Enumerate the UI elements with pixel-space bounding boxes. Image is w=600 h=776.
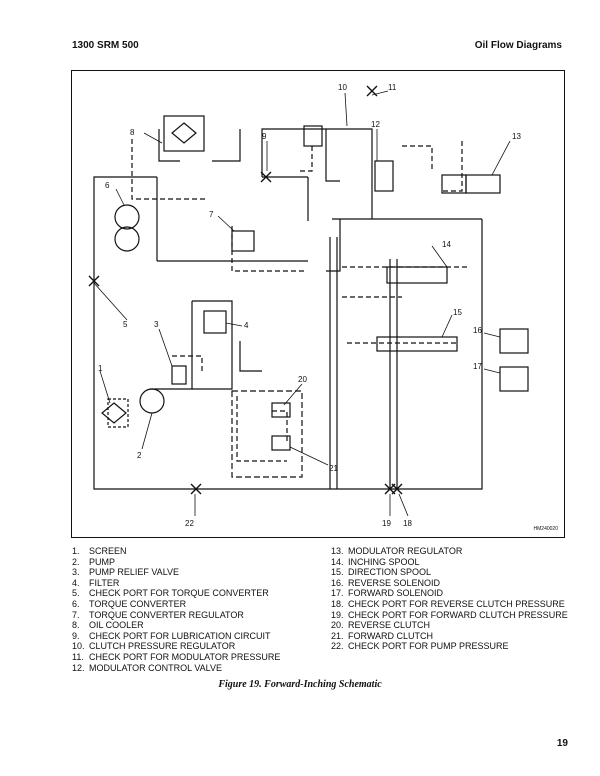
callout-18: 18 [403, 519, 412, 528]
callout-7: 7 [209, 210, 214, 219]
legend-item: 15.DIRECTION SPOOL [331, 567, 432, 578]
callout-17: 17 [473, 362, 482, 371]
screen-symbol [101, 402, 127, 424]
legend-item: 17.FORWARD SOLENOID [331, 588, 444, 599]
legend-item: 18.CHECK PORT FOR REVERSE CLUTCH PRESSUR… [331, 598, 565, 609]
callout-9: 9 [262, 132, 267, 141]
legend-item: 3.PUMP RELIEF VALVE [72, 567, 180, 578]
callout-8: 8 [130, 128, 135, 137]
header-manual-id: 1300 SRM 500 [72, 40, 139, 51]
callout-1: 1 [98, 364, 103, 373]
legend-item: 21.FORWARD CLUTCH [331, 630, 433, 641]
reverse-solenoid-symbol [499, 328, 529, 354]
pressure-lines [93, 128, 483, 490]
figure-caption: Figure 19. Forward-Inching Schematic [218, 679, 382, 690]
legend-item: 7.TORQUE CONVERTER REGULATOR [72, 609, 244, 620]
legend-right-column: 13.MODULATOR REGULATOR 14.INCHING SPOOL … [331, 546, 571, 652]
pump-relief-valve-symbol [171, 365, 187, 385]
callout-3: 3 [154, 320, 159, 329]
legend-item: 14.INCHING SPOOL [331, 556, 420, 567]
callout-14: 14 [442, 240, 451, 249]
drawing-code: HM240020 [533, 526, 558, 532]
reverse-clutch-symbol [271, 402, 291, 418]
legend-item: 11.CHECK PORT FOR MODULATOR PRESSURE [72, 651, 281, 662]
callout-22: 22 [185, 519, 194, 528]
filter-symbol [203, 310, 227, 334]
page-number: 19 [556, 738, 568, 749]
header-section-title: Oil Flow Diagrams [474, 40, 562, 51]
callout-10: 10 [338, 83, 347, 92]
legend-item: 20.REVERSE CLUTCH [331, 620, 431, 631]
legend-item: 12.MODULATOR CONTROL VALVE [72, 662, 223, 673]
legend-item: 1.SCREEN [72, 546, 127, 556]
legend-item: 13.MODULATOR REGULATOR [331, 546, 463, 556]
callout-2: 2 [137, 451, 142, 460]
callout-15: 15 [453, 308, 462, 317]
legend-item: 2.PUMP [72, 556, 116, 567]
legend-item: 4.FILTER [72, 577, 120, 588]
torque-converter-regulator-symbol [231, 230, 255, 252]
legend-item: 10.CLUTCH PRESSURE REGULATOR [72, 641, 236, 652]
callout-5: 5 [123, 320, 128, 329]
callout-11: 11 [388, 83, 397, 92]
callout-20: 20 [298, 375, 307, 384]
cooler-diamond [171, 122, 197, 144]
callout-19: 19 [382, 519, 391, 528]
pilot-lines [131, 139, 467, 462]
pump-symbol [139, 388, 165, 414]
callout-21: 21 [329, 464, 338, 473]
legend-left-column: 1.SCREEN 2.PUMP 3.PUMP RELIEF VALVE 4.FI… [72, 546, 322, 673]
forward-solenoid-symbol [499, 366, 529, 392]
torque-converter-lower [114, 226, 140, 252]
callout-leaders [93, 90, 511, 517]
legend-item: 16.REVERSE SOLENOID [331, 577, 441, 588]
callout-6: 6 [105, 181, 110, 190]
callout-16: 16 [473, 326, 482, 335]
schematic-figure: 10 11 12 13 8 9 6 7 14 15 16 17 5 3 4 1 … [71, 70, 565, 538]
modulator-regulator-symbol [465, 174, 501, 194]
forward-clutch-symbol [271, 435, 291, 451]
direction-spool-symbol [376, 336, 458, 352]
inching-spool-symbol [386, 266, 448, 284]
legend-item: 9.CHECK PORT FOR LUBRICATION CIRCUIT [72, 630, 271, 641]
components [101, 115, 529, 478]
callout-labels: 10 11 12 13 8 9 6 7 14 15 16 17 5 3 4 1 … [98, 83, 521, 528]
legend-item: 22.CHECK PORT FOR PUMP PRESSURE [331, 641, 509, 652]
legend-item: 19.CHECK PORT FOR FORWARD CLUTCH PRESSUR… [331, 609, 568, 620]
legend-item: 8.OIL COOLER [72, 620, 144, 631]
schematic-drawing: 10 11 12 13 8 9 6 7 14 15 16 17 5 3 4 1 … [88, 83, 529, 528]
legend-item: 6.TORQUE CONVERTER [72, 598, 187, 609]
legend-item: 5.CHECK PORT FOR TORQUE CONVERTER [72, 588, 269, 599]
callout-12: 12 [371, 120, 380, 129]
modulator-control-valve-symbol [374, 160, 394, 192]
oil-cooler-symbol [163, 115, 205, 152]
callout-4: 4 [244, 321, 249, 330]
clutch-pressure-regulator-symbol [303, 125, 323, 147]
callout-13: 13 [512, 132, 521, 141]
check-ports [88, 85, 403, 495]
clutch-pack-outline [231, 390, 303, 478]
torque-converter-upper [114, 204, 140, 230]
